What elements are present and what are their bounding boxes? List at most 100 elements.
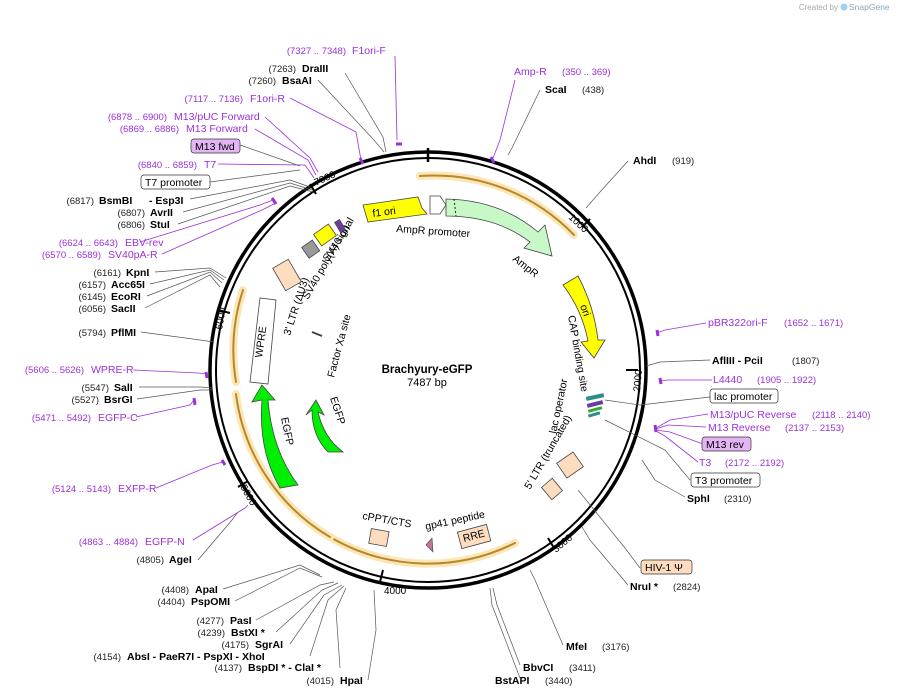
right-site-labels: ScaI (438) AhdI (919) AflIII - PciI (180… xyxy=(495,84,819,687)
pflmi-pos: (5794) xyxy=(79,328,106,339)
plasmid-size: 7487 bp xyxy=(407,377,447,389)
bsrgi-pos: (5527) xyxy=(72,395,99,406)
acc65i-pos: (6157) xyxy=(79,280,106,291)
ebv-rev-range: (6624 .. 6643) xyxy=(59,238,118,249)
acc65i-label: Acc65I xyxy=(111,279,145,291)
f1ori-f-label: F1ori-F xyxy=(352,45,386,57)
factor-xa-label: Factor Xa site xyxy=(325,313,353,379)
sali-label: SalI xyxy=(114,382,133,394)
pbr322ori-f-label: pBR322ori-F xyxy=(708,317,768,329)
factor-xa-feature xyxy=(311,331,323,337)
tick-7000: 7000 xyxy=(313,169,338,189)
tick-marks xyxy=(217,183,638,583)
afliii-label: AflIII - PciI xyxy=(712,355,763,367)
t3-label: T3 xyxy=(699,457,711,469)
sphi-label: SphI xyxy=(687,493,710,505)
bstxi-label: BstXI * xyxy=(231,627,266,639)
bstxi-pos: (4239) xyxy=(198,628,225,639)
snapgene-logo-icon xyxy=(840,3,848,11)
orf-arcs xyxy=(229,171,578,568)
egfp-c-label: EGFP-C xyxy=(98,412,138,424)
agei-pos: (4805) xyxy=(137,555,164,566)
nrui-pos: (2824) xyxy=(673,582,700,593)
l4440-range: (1905 .. 1922) xyxy=(757,375,816,386)
m13puc-rev-range: (2118 .. 2140) xyxy=(812,410,870,421)
egfp-label-outer: EGFP xyxy=(278,416,296,446)
absi-label: AbsI - PaeR7I - PspXI - XhoI xyxy=(127,651,265,663)
m13-fwd-box-label: M13 fwd xyxy=(195,141,235,153)
lac-promoter-box xyxy=(709,388,779,404)
f1ori-r-label: F1ori-R xyxy=(250,93,285,105)
cppt-feature xyxy=(368,528,390,547)
m13puc-fwd-label: M13/pUC Forward xyxy=(174,111,260,123)
boxed-leaders xyxy=(209,144,711,569)
ampr-feature xyxy=(445,198,553,257)
pasi-label: PasI xyxy=(230,615,252,627)
tick-2000: 2000 xyxy=(632,369,645,393)
m13-fwd-box xyxy=(190,138,241,154)
bbvci-label: BbvCI xyxy=(523,662,553,674)
m13puc-rev-label: M13/pUC Reverse xyxy=(710,409,797,421)
ampr-dash xyxy=(453,198,457,217)
m13-rev-label: M13 Reverse xyxy=(708,422,771,434)
lac-elements xyxy=(585,393,605,418)
egfp-n-label: EGFP-N xyxy=(145,536,185,548)
gp41-feature xyxy=(425,537,434,553)
nrui-label: NruI * xyxy=(630,581,659,593)
hiv-psi-box-label: HIV-1 Ψ xyxy=(645,562,683,574)
m13-rev-range: (2137 .. 2153) xyxy=(785,423,844,434)
bsrgi-label: BsrGI xyxy=(104,394,133,406)
brand-text: SnapGene xyxy=(849,2,890,12)
wpre-label: WPRE xyxy=(253,326,269,359)
left-site-labels: (7263) DraIII (7260) BsaAI (6817) BsmBI … xyxy=(67,63,329,566)
apai-label: ApaI xyxy=(195,584,218,596)
m13-fwd-label: M13 Forward xyxy=(186,123,248,135)
sv40pa-r-label: SV40pA-R xyxy=(108,249,158,261)
m13puc-fwd-range: (6878 .. 6900) xyxy=(108,112,167,123)
pflmi-label: PflMI xyxy=(111,327,136,339)
pbr322ori-f-range: (1652 .. 1671) xyxy=(784,318,843,329)
avrii-pos: (6807) xyxy=(118,208,145,219)
bbvci-pos: (3411) xyxy=(569,663,596,674)
ebv-element xyxy=(334,218,346,234)
l4440-label: L4440 xyxy=(713,374,742,386)
ori-label: ori xyxy=(577,303,592,318)
afliii-pos: (1807) xyxy=(792,356,819,367)
f1ori-r-range: (7117 .. 7136) xyxy=(185,94,243,105)
ecori-pos: (6145) xyxy=(79,292,106,303)
ecori-label: EcoRI xyxy=(111,291,141,303)
f1ori-f-range: (7327 .. 7348) xyxy=(287,46,346,57)
sali-pos: (5547) xyxy=(82,383,109,394)
egfp-n-range: (4863 .. 4884) xyxy=(79,537,138,548)
absi-pos: (4154) xyxy=(94,652,121,663)
ahdi-label: AhdI xyxy=(633,155,656,167)
draiii-pos: (7263) xyxy=(269,64,296,75)
t3-range: (2172 .. 2192) xyxy=(725,458,784,469)
bspdi-label: BspDI * - ClaI * xyxy=(248,662,322,674)
kpni-label: KpnI xyxy=(126,267,149,279)
t3-promoter-box-label: T3 promoter xyxy=(695,475,753,487)
ltr3-feature xyxy=(272,258,302,292)
hpai-label: HpaI xyxy=(340,675,363,687)
m13-rev-box-label: M13 rev xyxy=(706,439,745,451)
bottom-site-labels: (4408) ApaI (4404) PspOMI (4277) PasI (4… xyxy=(94,584,363,687)
plasmid-name: Brachyury-eGFP xyxy=(382,364,473,376)
primer-labels: (7327 .. 7348) F1ori-F (7117 .. 7136) F1… xyxy=(25,45,871,548)
ampr-promoter-feature xyxy=(429,195,447,215)
scai-pos: (438) xyxy=(582,85,604,96)
wpre-r-label: WPRE-R xyxy=(91,364,134,376)
wpre-r-range: (5606 .. 5626) xyxy=(25,365,84,376)
draiii-label: DraIII xyxy=(302,63,328,75)
m13-rev-box xyxy=(701,436,752,452)
pasi-pos: (4277) xyxy=(197,616,224,627)
egfp-feature-inner xyxy=(305,399,345,453)
bsaai-pos: (7260) xyxy=(249,76,276,87)
egfp-c-range: (5471 .. 5492) xyxy=(32,413,91,424)
f1-ori-label: f1 ori xyxy=(372,205,397,220)
t3-promoter-box xyxy=(690,472,761,488)
ahdi-pos: (919) xyxy=(672,156,694,167)
rre-label: RRE xyxy=(462,528,487,545)
rre-feature xyxy=(456,523,492,550)
bsaai-label: BsaAI xyxy=(282,75,312,87)
